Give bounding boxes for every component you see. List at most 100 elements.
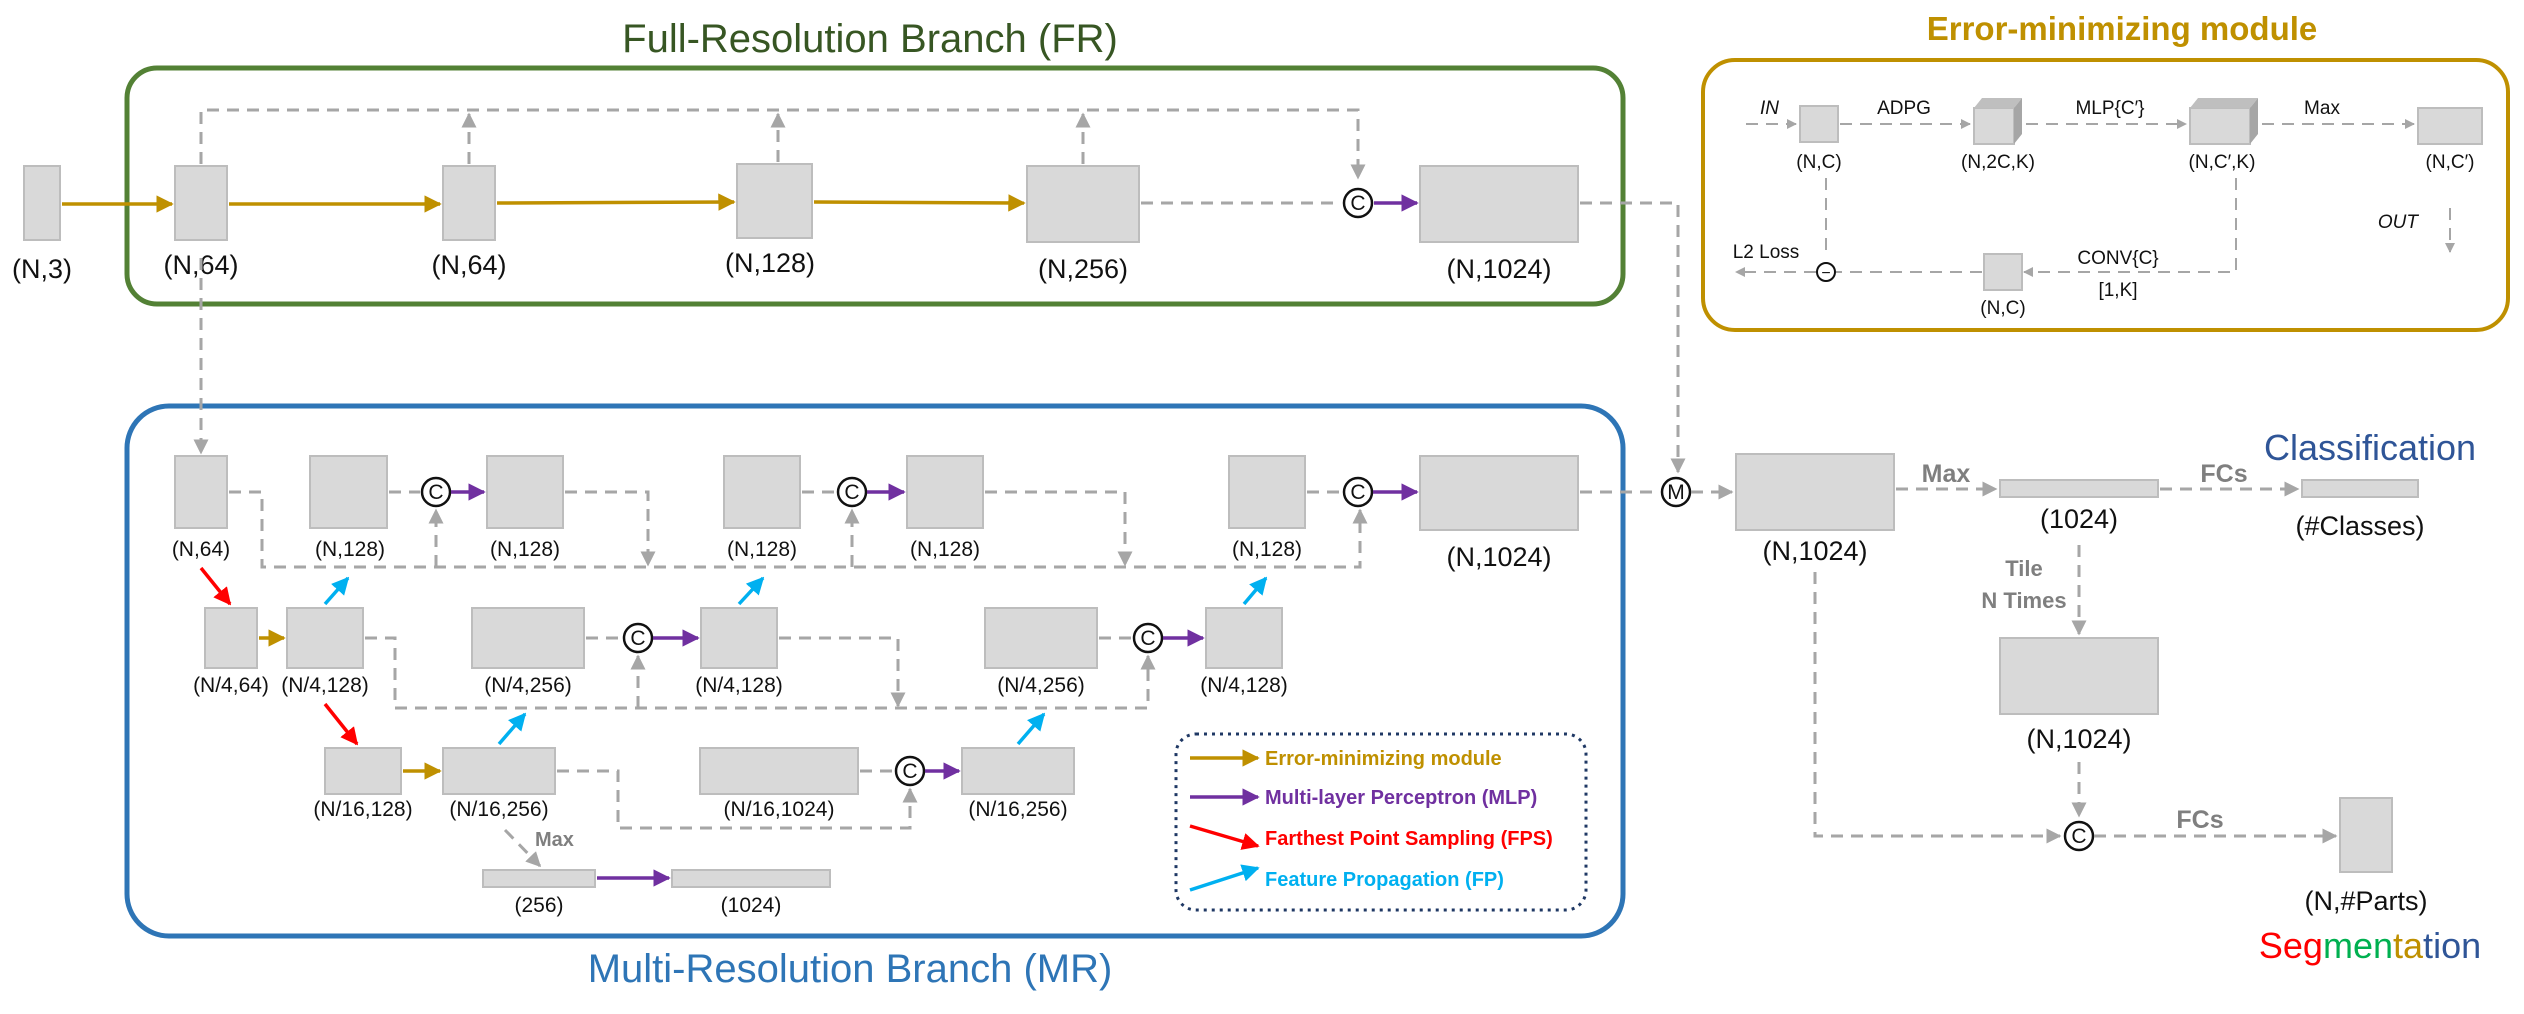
mr-r3-label-4: (N/16,256) xyxy=(968,798,1067,821)
fr-block-2 xyxy=(442,165,496,241)
mr-r4-label-1: (256) xyxy=(514,894,563,917)
mr-r3-block-1 xyxy=(324,747,402,795)
mr-r3-skip xyxy=(557,769,918,830)
mr-fp-arrow-4 xyxy=(497,712,527,746)
mr-fp-arrow-3 xyxy=(1242,576,1268,606)
fr-em-arrow-4 xyxy=(813,194,1026,212)
mr-r4-label-2: (1024) xyxy=(721,894,782,917)
fr-title: Full-Resolution Branch (FR) xyxy=(622,17,1118,61)
mr-r1-skip-2 xyxy=(565,490,656,567)
merge-node xyxy=(1660,476,1692,508)
mr-r2-label-1: (N/4,64) xyxy=(193,674,269,697)
segmentation-letter: m xyxy=(2323,925,2353,966)
mr-r2-concat-1 xyxy=(622,622,654,654)
em-in-label: IN xyxy=(1760,98,1779,119)
head-fcs2-label: FCs xyxy=(2176,806,2223,834)
mr-r2-concat-1-label: C xyxy=(630,627,645,650)
em-cube-1 xyxy=(1973,98,2022,145)
fr-block-4 xyxy=(1026,165,1140,243)
head-tiled-block xyxy=(1999,637,2159,715)
em-conv-label: CONV{C} xyxy=(2077,248,2158,269)
fr-frame xyxy=(124,65,1626,307)
em-minus-label: − xyxy=(1821,265,1830,282)
em-block-5 xyxy=(1983,253,2023,291)
em-frame xyxy=(1701,58,2510,332)
mr-r3-block-2 xyxy=(442,747,556,795)
mr-r1-block-1 xyxy=(174,455,228,529)
mr-r2-block-5 xyxy=(984,607,1098,669)
mr-r2-label-6: (N/4,128) xyxy=(1200,674,1288,697)
em-out-label: OUT xyxy=(2378,212,2420,233)
fr-label-2: (N,64) xyxy=(431,250,506,280)
mr-title: Multi-Resolution Branch (MR) xyxy=(588,947,1113,991)
head-parts-block xyxy=(2339,797,2393,873)
fr-input-label: (N,3) xyxy=(12,254,72,284)
mr-r1-block-2 xyxy=(309,455,388,529)
fr-concat-node xyxy=(1342,187,1374,219)
legend-arrow-fps xyxy=(1189,824,1260,850)
segmentation-letter: o xyxy=(2441,925,2461,966)
mr-r1-concat-3 xyxy=(1342,476,1374,508)
fr-to-merge-dash xyxy=(1580,201,1686,474)
mr-r1-block-4 xyxy=(723,455,801,529)
em-block-4 xyxy=(2417,107,2483,145)
head-tiled-label: (N,1024) xyxy=(2026,724,2131,754)
mr-r1-block-3 xyxy=(486,455,564,529)
mr-r2-block-4 xyxy=(700,607,778,669)
mr-r1-label-5: (N,128) xyxy=(910,538,980,561)
fr-concat-label: C xyxy=(1350,192,1365,215)
mr-r2-skip-1 xyxy=(365,636,1156,710)
em-label-5: (N,C) xyxy=(1980,298,2025,319)
mr-r2-label-2: (N/4,128) xyxy=(281,674,369,697)
mr-frame xyxy=(124,403,1626,939)
mr-r4-max-dash xyxy=(503,828,542,868)
mr-r2-block-6 xyxy=(1205,607,1283,669)
segmentation-letter: i xyxy=(2433,925,2441,966)
mr-r1-skip-1 xyxy=(229,490,1368,569)
head-global-label: (1024) xyxy=(2040,504,2118,534)
mr-r1-label-7: (N,1024) xyxy=(1446,542,1551,572)
mr-r1-label-4: (N,128) xyxy=(727,538,797,561)
fr-input-block xyxy=(23,165,61,241)
head-classes-block xyxy=(2301,479,2419,498)
head-merged-block xyxy=(1735,453,1895,531)
legend-label-em: Error-minimizing module xyxy=(1265,748,1502,770)
mr-r1-label-1: (N,64) xyxy=(172,538,230,561)
mr-r3-label-1: (N/16,128) xyxy=(313,798,412,821)
segmentation-letter: S xyxy=(2259,925,2283,966)
mr-r2-block-3 xyxy=(471,607,585,669)
fr-label-4: (N,256) xyxy=(1038,254,1128,284)
mr-max-label: Max xyxy=(535,829,574,851)
em-cube-2 xyxy=(2189,98,2258,145)
mr-r3-concat-label: C xyxy=(902,760,917,783)
mr-r2-label-4: (N/4,128) xyxy=(695,674,783,697)
legend-label-mlp: Multi-layer Perceptron (MLP) xyxy=(1265,787,1537,809)
head-concat-node xyxy=(2063,820,2095,852)
mr-r1-concat-2-label: C xyxy=(844,481,859,504)
em-block-1 xyxy=(1799,105,1839,143)
segmentation-letter: g xyxy=(2303,925,2323,966)
mr-r2-concat-2 xyxy=(1132,622,1164,654)
mr-r1-concat-2 xyxy=(836,476,868,508)
em-conv-dash xyxy=(2023,178,2237,277)
mr-r3-block-4 xyxy=(961,747,1075,795)
head-max-label: Max xyxy=(1922,460,1971,488)
mr-r3-label-2: (N/16,256) xyxy=(449,798,548,821)
merge-node-label: M xyxy=(1667,481,1685,504)
legend-label-fp: Feature Propagation (FP) xyxy=(1265,869,1504,891)
fr-label-5: (N,1024) xyxy=(1446,254,1551,284)
mr-r1-label-2: (N,128) xyxy=(315,538,385,561)
mr-r4-block-2 xyxy=(671,869,831,888)
fr-label-3: (N,128) xyxy=(725,248,815,278)
classification-title: Classification xyxy=(2264,427,2476,468)
segmentation-letter: n xyxy=(2461,925,2481,966)
fr-em-arrow-3 xyxy=(496,193,736,211)
em-conv-k-label: [1,K] xyxy=(2098,280,2137,301)
em-label-1: (N,C) xyxy=(1796,152,1841,173)
mr-r1-label-3: (N,128) xyxy=(490,538,560,561)
mr-r1-block-7 xyxy=(1419,455,1579,531)
em-max-label: Max xyxy=(2304,98,2340,119)
segmentation-letter: n xyxy=(2373,925,2393,966)
head-concat-label: C xyxy=(2071,825,2086,848)
